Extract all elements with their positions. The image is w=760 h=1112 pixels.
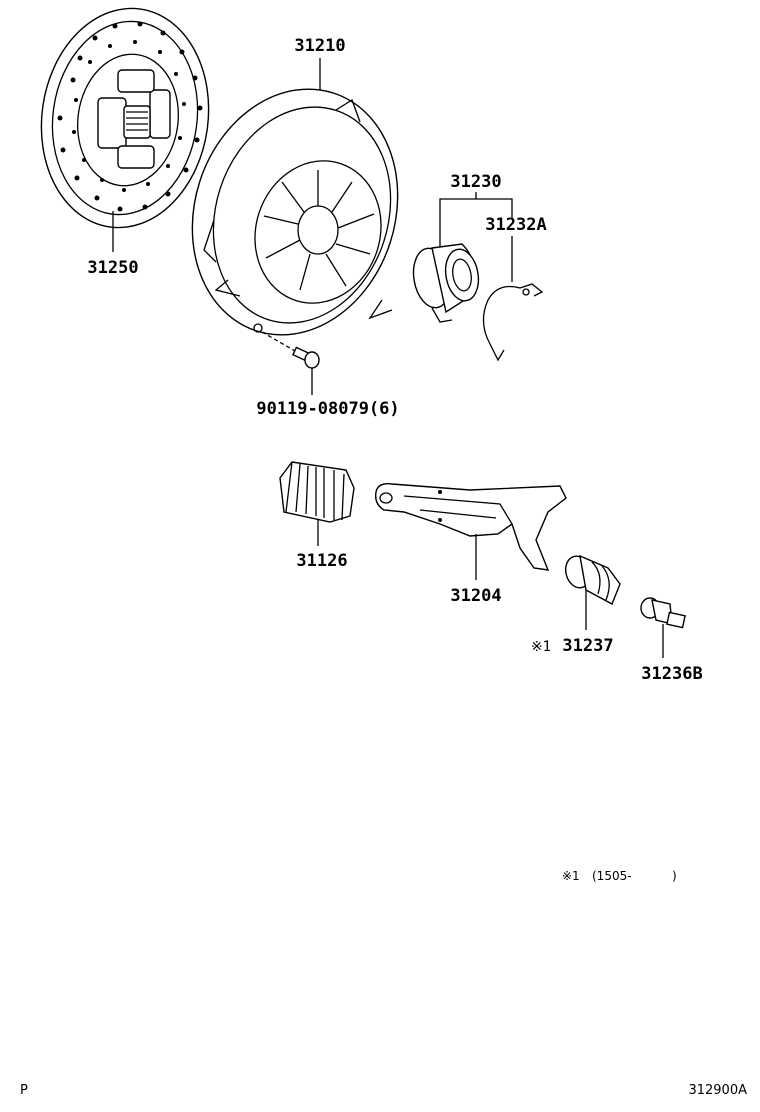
fork-boot-label[interactable]: 31126 xyxy=(296,551,347,571)
footnote-mark: ※1 xyxy=(562,869,580,883)
fork-pivot-label[interactable]: 31236B xyxy=(641,664,702,684)
corner-left-code: P xyxy=(20,1083,28,1098)
bearing-clip-label[interactable]: 31232A xyxy=(485,215,546,235)
release-fork-drawing[interactable] xyxy=(374,482,567,571)
release-bearing-drawing[interactable] xyxy=(409,243,482,323)
footnote-range: (1505- xyxy=(592,869,632,883)
release-bearing-label[interactable]: 31230 xyxy=(450,172,501,192)
cover-bolt-label[interactable]: 90119-08079(6) xyxy=(256,399,399,419)
corner-right-code: 312900A xyxy=(688,1083,747,1098)
fork-support-boot-mark: ※1 xyxy=(531,639,551,655)
fork-support-boot-drawing[interactable] xyxy=(562,553,621,605)
bearing-clip-drawing[interactable] xyxy=(482,283,544,362)
cover-bolt-drawing[interactable] xyxy=(292,346,320,369)
fork-pivot-drawing[interactable] xyxy=(640,597,686,629)
fork-support-boot-label[interactable]: 31237 xyxy=(562,636,613,656)
footnote-close: ) xyxy=(672,869,677,883)
clutch-disc-drawing[interactable] xyxy=(27,0,222,238)
clutch-cover-drawing[interactable] xyxy=(161,62,428,362)
release-fork-label[interactable]: 31204 xyxy=(450,586,501,606)
clutch-disc-label[interactable]: 31250 xyxy=(87,258,138,278)
clutch-cover-label[interactable]: 31210 xyxy=(294,36,345,56)
fork-boot-drawing[interactable] xyxy=(279,461,355,523)
